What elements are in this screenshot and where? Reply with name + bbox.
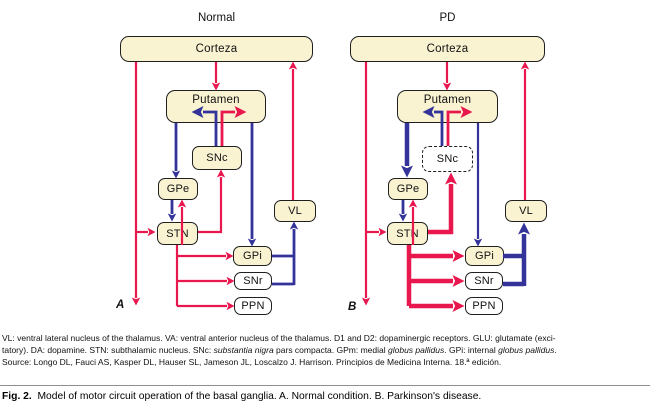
panel-b-corner-label: B: [348, 301, 357, 313]
legend-line-1: VL: ventral lateral nucleus of the thala…: [2, 333, 556, 343]
arrow-stn-snc-b-thick: [428, 172, 457, 235]
node-snr-a: SNr: [234, 272, 272, 290]
node-label: Corteza: [426, 43, 469, 55]
node-label: GPe: [396, 183, 420, 195]
node-label: SNc: [436, 153, 459, 165]
node-label: PPN: [241, 300, 265, 312]
node-gpe-b: GPe: [388, 178, 428, 200]
legend-source-line: Source: Longo DL, Fauci AS, Kasper DL, H…: [2, 356, 502, 367]
node-label: STN: [396, 227, 419, 240]
node-label: Putamen: [423, 94, 472, 106]
node-label: VL: [288, 205, 302, 217]
node-label: GPe: [166, 183, 190, 195]
node-snr-b: SNr: [465, 272, 503, 290]
panel-a-title: Normal: [197, 12, 236, 24]
node-label: PPN: [472, 300, 496, 312]
node-putamen-b: Putamen: [397, 90, 498, 123]
figure-caption-text: Model of motor circuit operation of the …: [31, 391, 482, 402]
figure-caption: Fig. 2. Model of motor circuit operation…: [2, 391, 481, 402]
legend-line-2: tatory). DA: dopamine. STN: subthalamic …: [2, 344, 557, 355]
figure-caption-label: Fig. 2.: [2, 391, 32, 402]
pathway-arrows: [131, 61, 530, 312]
node-cortex-a: Corteza: [120, 36, 313, 62]
node-label: Corteza: [195, 43, 238, 55]
node-vl-a: VL: [274, 200, 316, 222]
panel-b-title: PD: [439, 12, 456, 24]
abbreviation-legend: VL: ventral lateral nucleus of the thala…: [2, 333, 650, 369]
node-snc-b-degenerated: SNc: [422, 146, 473, 172]
node-ppn-b: PPN: [465, 297, 503, 315]
node-label: STN: [166, 227, 189, 240]
node-vl-b: VL: [505, 200, 547, 222]
node-snc-a: SNc: [192, 146, 242, 170]
arrow-stn-snc-a: [198, 169, 226, 234]
node-gpi-b: GPi: [465, 246, 504, 266]
node-gpi-a: GPi: [233, 246, 272, 266]
node-label: VL: [519, 205, 533, 217]
node-putamen-a: Putamen: [166, 90, 266, 123]
node-label: GPi: [243, 250, 262, 262]
node-gpe-a: GPe: [158, 178, 198, 200]
node-cortex-b: Corteza: [350, 36, 545, 62]
node-label: SNr: [243, 275, 263, 287]
caption-divider: [0, 385, 650, 386]
node-stn-b: STN: [387, 222, 428, 245]
node-stn-a: STN: [157, 222, 198, 245]
node-label: Putamen: [192, 94, 240, 106]
panel-a-corner-label: A: [116, 299, 125, 311]
node-label: SNr: [474, 275, 494, 287]
node-label: SNc: [206, 152, 228, 164]
node-ppn-a: PPN: [234, 297, 272, 315]
node-label: GPi: [475, 250, 494, 262]
